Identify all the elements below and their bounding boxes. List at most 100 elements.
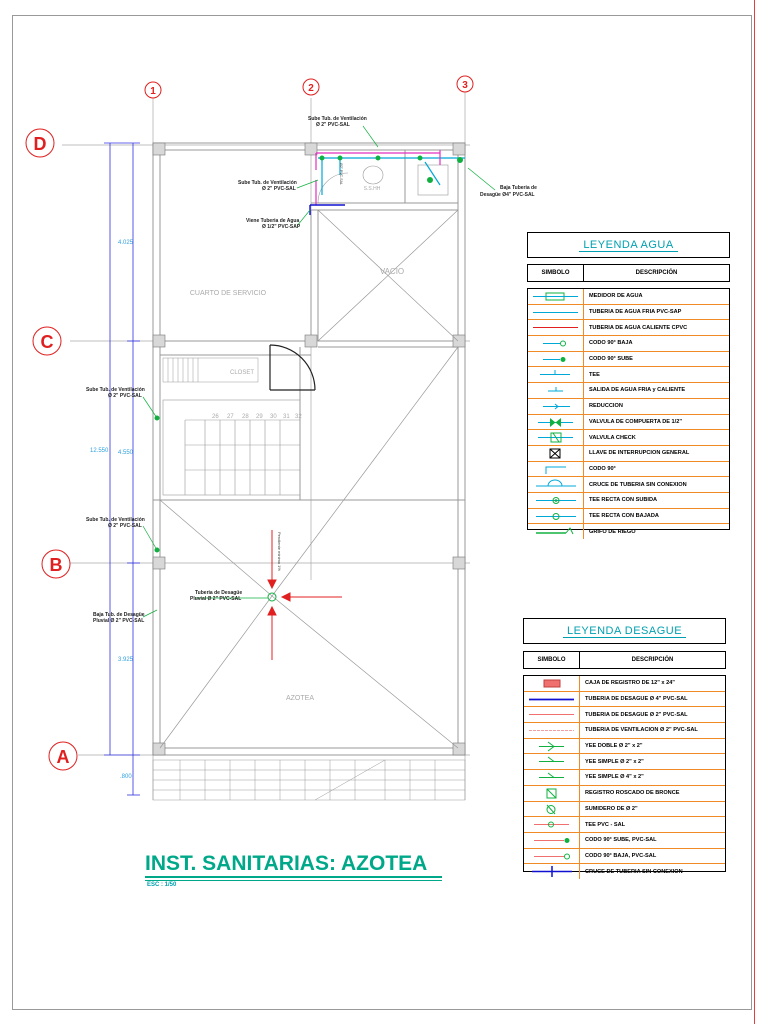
elbow-down-pvc-icon	[524, 848, 580, 864]
legend-water-row-label: TEE RECTA CON BAJADA	[589, 512, 659, 519]
tee-icon	[528, 367, 584, 383]
legend-water-row: CODO 90°	[528, 461, 729, 478]
legend-drain-row: TUBERIA DE DESAGUE Ø 4" PVC-SAL	[524, 691, 725, 708]
sheet-margin-line	[754, 0, 755, 1024]
legend-water-row: CODO 90° BAJA	[528, 336, 729, 352]
tee-pvc-icon	[524, 817, 580, 832]
main-shutoff-icon	[528, 445, 584, 461]
svg-text:Ø 1/2" PVC-SAP: Ø 1/2" PVC-SAP	[262, 224, 301, 230]
legend-water-row-label: MEDIDOR DE AGUA	[589, 293, 643, 300]
svg-text:Desagüe Ø4" PVC-SAL: Desagüe Ø4" PVC-SAL	[480, 192, 535, 198]
sheet-frame	[12, 15, 752, 1010]
legend-drain-row-label: TEE PVC - SAL	[585, 821, 626, 828]
svg-text:31: 31	[283, 414, 290, 420]
pvc-note: Ø2" PVC-SAL	[339, 163, 343, 185]
legend-water-row: GRIFO DE RIEGO	[528, 524, 729, 539]
stair-numbers: 26 27 28 29 30 31 32	[212, 414, 302, 420]
vent-pipe-icon	[524, 723, 580, 738]
legend-drain-row: TUBERIA DE VENTILACION Ø 2" PVC-SAL	[524, 723, 725, 739]
grid-row-d: D	[34, 134, 47, 154]
svg-text:Sube Tub. de Ventilación: Sube Tub. de Ventilación	[86, 517, 145, 523]
grid-col-1: 1	[150, 86, 156, 97]
void-label: VACIO	[380, 267, 404, 276]
legend-drain-row: TUBERIA DE DESAGUE Ø 2" PVC-SAL	[524, 707, 725, 724]
service-door	[269, 344, 316, 391]
title-underline-2	[145, 880, 442, 881]
dim-seg-3: 3.925	[118, 657, 134, 663]
legend-water-row-label: CODO 90°	[589, 465, 616, 472]
service-room-label: CUARTO DE SERVICIO	[190, 290, 267, 297]
outlet-icon	[528, 383, 584, 398]
legend-drain-row-label: TUBERIA DE VENTILACION Ø 2" PVC-SAL	[585, 727, 698, 734]
svg-text:Ø 2" PVC-SAL: Ø 2" PVC-SAL	[262, 186, 296, 192]
legend-drain-row-label: SUMIDERO DE Ø 2"	[585, 805, 638, 812]
vent-pipes	[315, 150, 441, 205]
legend-water-row-label: SALIDA DE AGUA FRIA y CALIENTE	[589, 387, 686, 394]
legend-water-row-label: VALVULA CHECK	[589, 434, 636, 441]
legend-drain-row: TEE PVC - SAL	[524, 817, 725, 833]
double-wye-icon	[524, 738, 580, 754]
grid-lines	[62, 92, 470, 800]
elbow-icon	[528, 461, 584, 477]
reduction-icon	[528, 398, 584, 414]
elbow-up-icon	[528, 351, 584, 367]
elbow-down-icon	[528, 336, 584, 351]
water-meter-icon	[528, 289, 584, 304]
legend-water-row: CODO 90° SUBE	[528, 351, 729, 368]
svg-text:27: 27	[227, 414, 234, 420]
legend-drain-row: CAJA DE REGISTRO DE 12" x 24"	[524, 676, 725, 692]
svg-text:Sube Tub. de Ventilación: Sube Tub. de Ventilación	[86, 387, 145, 393]
dim-seg-1: 4.025	[118, 240, 134, 246]
legend-drain-header: SIMBOLO DESCRIPCIÓN	[523, 651, 726, 669]
svg-text:28: 28	[242, 414, 249, 420]
legend-water-title: LEYENDA AGUA	[527, 232, 730, 258]
legend-water-col-desc: DESCRIPCIÓN	[635, 270, 678, 276]
check-valve-icon	[528, 430, 584, 445]
legend-water-row: TEE	[528, 367, 729, 384]
sheet-scale: ESC : 1/50	[147, 882, 177, 888]
legend-drain-row-label: CODO 90° BAJA, PVC-SAL	[585, 852, 657, 859]
legend-water-row-label: LLAVE DE INTERRUPCION GENERAL	[589, 450, 690, 457]
legend-water-row-label: TEE	[589, 371, 600, 378]
registry-box-icon	[524, 676, 580, 691]
svg-text:29: 29	[256, 414, 263, 420]
svg-text:Pluvial Ø 2" PVC-SAL: Pluvial Ø 2" PVC-SAL	[93, 618, 144, 624]
legend-water-row-label: TEE RECTA CON SUBIDA	[589, 497, 658, 504]
legend-drain-table: CAJA DE REGISTRO DE 12" x 24" TUBERIA DE …	[523, 675, 726, 879]
svg-text:30: 30	[270, 414, 277, 420]
hose-bib-icon	[528, 524, 584, 539]
wye-4-icon	[524, 770, 580, 785]
legend-drain-row: CODO 90° SUBE, PVC-SAL	[524, 832, 725, 849]
tee-up-icon	[528, 492, 584, 508]
legend-drain-col-desc: DESCRIPCIÓN	[631, 657, 674, 663]
lower-stairs	[152, 759, 466, 801]
tee-down-icon	[528, 508, 584, 524]
slope-note: Pendiente minima 1%	[277, 532, 282, 571]
legend-drain-row-label: TUBERIA DE DESAGUE Ø 4" PVC-SAL	[585, 696, 688, 703]
legend-water-row: TEE RECTA CON BAJADA	[528, 508, 729, 525]
grid-row-bubbles: D C B A	[25, 128, 78, 771]
dim-seg-4: .800	[120, 774, 132, 780]
svg-text:Sube Tub. de Ventilación: Sube Tub. de Ventilación	[308, 116, 367, 122]
legend-drain-title: LEYENDA DESAGUE	[523, 618, 726, 644]
legend-drain-row: YEE DOBLE Ø 2" x 2"	[524, 738, 725, 755]
building-walls	[152, 142, 466, 756]
legend-water-row-label: TUBERIA DE AGUA FRIA PVC-SAP	[589, 309, 682, 316]
wye-icon	[524, 754, 580, 770]
legend-drain-col-symbol: SIMBOLO	[524, 652, 580, 668]
floor-drain-icon	[524, 801, 580, 817]
legend-drain-row: CRUCE DE TUBERIA SIN CONEXION	[524, 864, 725, 879]
svg-text:Ø 2" PVC-SAL: Ø 2" PVC-SAL	[316, 122, 350, 128]
grid-row-b: B	[50, 555, 63, 575]
dim-seg-2: 4.550	[118, 450, 134, 456]
legend-drain-row-label: CODO 90° SUBE, PVC-SAL	[585, 837, 657, 844]
crossing-icon	[528, 477, 584, 492]
legend-water-row: TUBERIA DE AGUA CALIENTE CPVC	[528, 320, 729, 337]
bath-label: S.S.HH	[364, 186, 381, 192]
closet-shelf	[162, 357, 259, 383]
legend-drain-row: SUMIDERO DE Ø 2"	[524, 801, 725, 818]
svg-text:Viene Tuberia de Agua: Viene Tuberia de Agua	[246, 218, 299, 224]
legend-water-row-label: CODO 90° SUBE	[589, 356, 633, 363]
legend-water-row-label: GRIFO DE RIEGO	[589, 528, 636, 535]
